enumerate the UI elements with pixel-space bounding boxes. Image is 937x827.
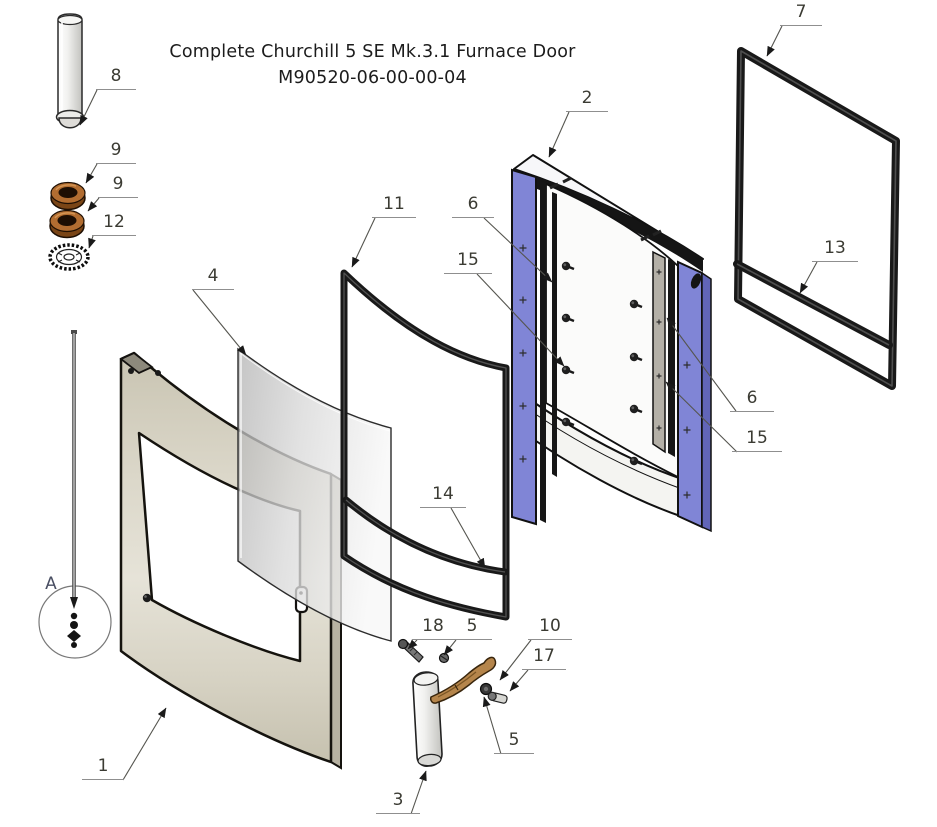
callout-11: 11: [372, 194, 416, 218]
callout-6-left: 6: [452, 194, 494, 218]
part-handle-grip: [412, 671, 443, 767]
callout-8: 8: [96, 66, 136, 90]
part-door-inner-body: [511, 154, 712, 533]
callout-14: 14: [420, 484, 466, 508]
callout-9-upper: 9: [96, 140, 136, 164]
detail-a-label: A: [45, 574, 57, 594]
part-glass-seal-frame: [340, 269, 510, 621]
callout-18: 18: [412, 616, 454, 640]
part-outer-seal-frame: [734, 47, 900, 390]
callout-12: 12: [92, 212, 136, 236]
callout-4: 4: [192, 266, 234, 290]
callout-2: 2: [566, 88, 608, 112]
drawing-title: Complete Churchill 5 SE Mk.3.1 Furnace D…: [169, 42, 576, 62]
callout-17: 17: [522, 646, 566, 670]
callout-3: 3: [376, 790, 420, 814]
callout-1: 1: [82, 756, 124, 780]
part-bottom-rope-seal: [733, 260, 893, 349]
stud-bolts: [561, 261, 643, 466]
detail-a-view: [38, 330, 112, 659]
callout-10: 10: [528, 616, 572, 640]
part-lock-washer: [48, 243, 90, 271]
part-handle-latch: [430, 656, 497, 704]
callout-9-lower: 9: [98, 174, 138, 198]
callout-6-right: 6: [730, 388, 774, 412]
part-curved-glass: [237, 347, 392, 642]
part-glass-trim: [342, 496, 509, 576]
part-bushes: [49, 181, 86, 239]
drawing-part-number: M90520-06-00-00-04: [278, 68, 467, 88]
callout-15-left: 15: [444, 250, 492, 274]
part-hinge-pin: [55, 13, 85, 129]
callout-5-upper: 5: [452, 616, 492, 640]
callout-13: 13: [812, 238, 858, 262]
leader-lines: [79, 25, 818, 815]
callout-5-lower: 5: [494, 730, 534, 754]
callout-15-right: 15: [732, 428, 782, 452]
callout-7: 7: [780, 2, 822, 26]
